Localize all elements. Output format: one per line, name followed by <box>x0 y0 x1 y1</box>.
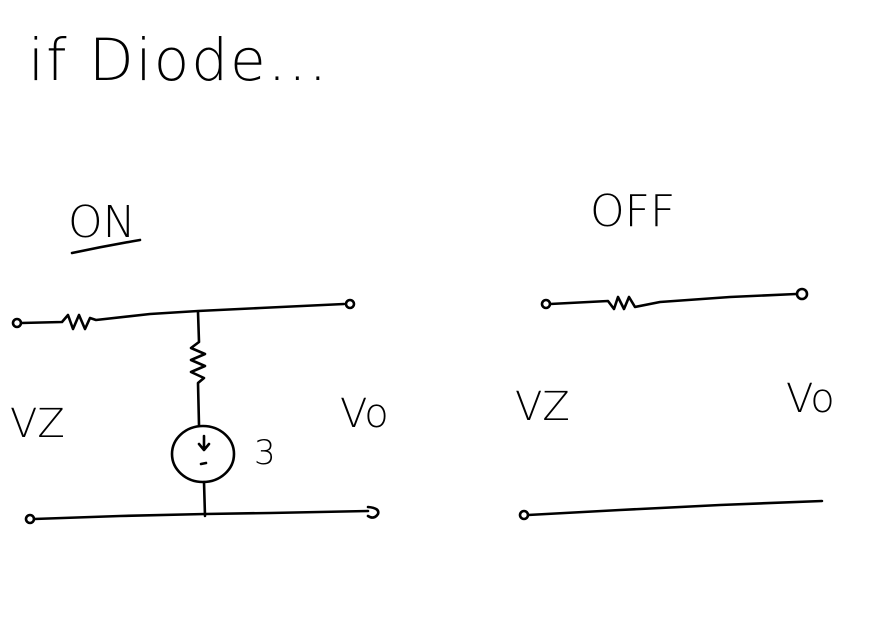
source-minus-icon <box>199 461 208 466</box>
off-circuit: OFF VZ Vo <box>515 186 835 521</box>
off-state-label: OFF <box>590 186 675 237</box>
on-source-bottom-wire <box>202 480 207 518</box>
on-circuit: ON 3 VZ Vo <box>10 197 389 525</box>
page-title: if Diode... <box>28 26 329 94</box>
source-value-label: 3 <box>254 433 276 473</box>
off-bottom-wire <box>526 499 824 517</box>
on-current-source <box>170 424 236 484</box>
off-series-resistor-wire <box>548 292 798 311</box>
on-output-voltage-label: Vo <box>340 391 389 437</box>
source-arrow-icon <box>197 434 211 452</box>
off-output-top-terminal <box>795 287 809 301</box>
on-input-voltage-label: VZ <box>10 401 65 447</box>
on-output-bottom-terminal <box>366 505 380 519</box>
off-input-voltage-label: VZ <box>515 384 570 430</box>
on-label-underline <box>70 238 142 255</box>
on-series-resistor-wire <box>19 302 346 331</box>
on-state-label: ON <box>68 197 136 248</box>
off-output-voltage-label: Vo <box>786 376 835 422</box>
on-shunt-resistor <box>189 310 207 427</box>
on-output-top-terminal <box>344 298 356 310</box>
on-bottom-wire <box>32 509 370 521</box>
